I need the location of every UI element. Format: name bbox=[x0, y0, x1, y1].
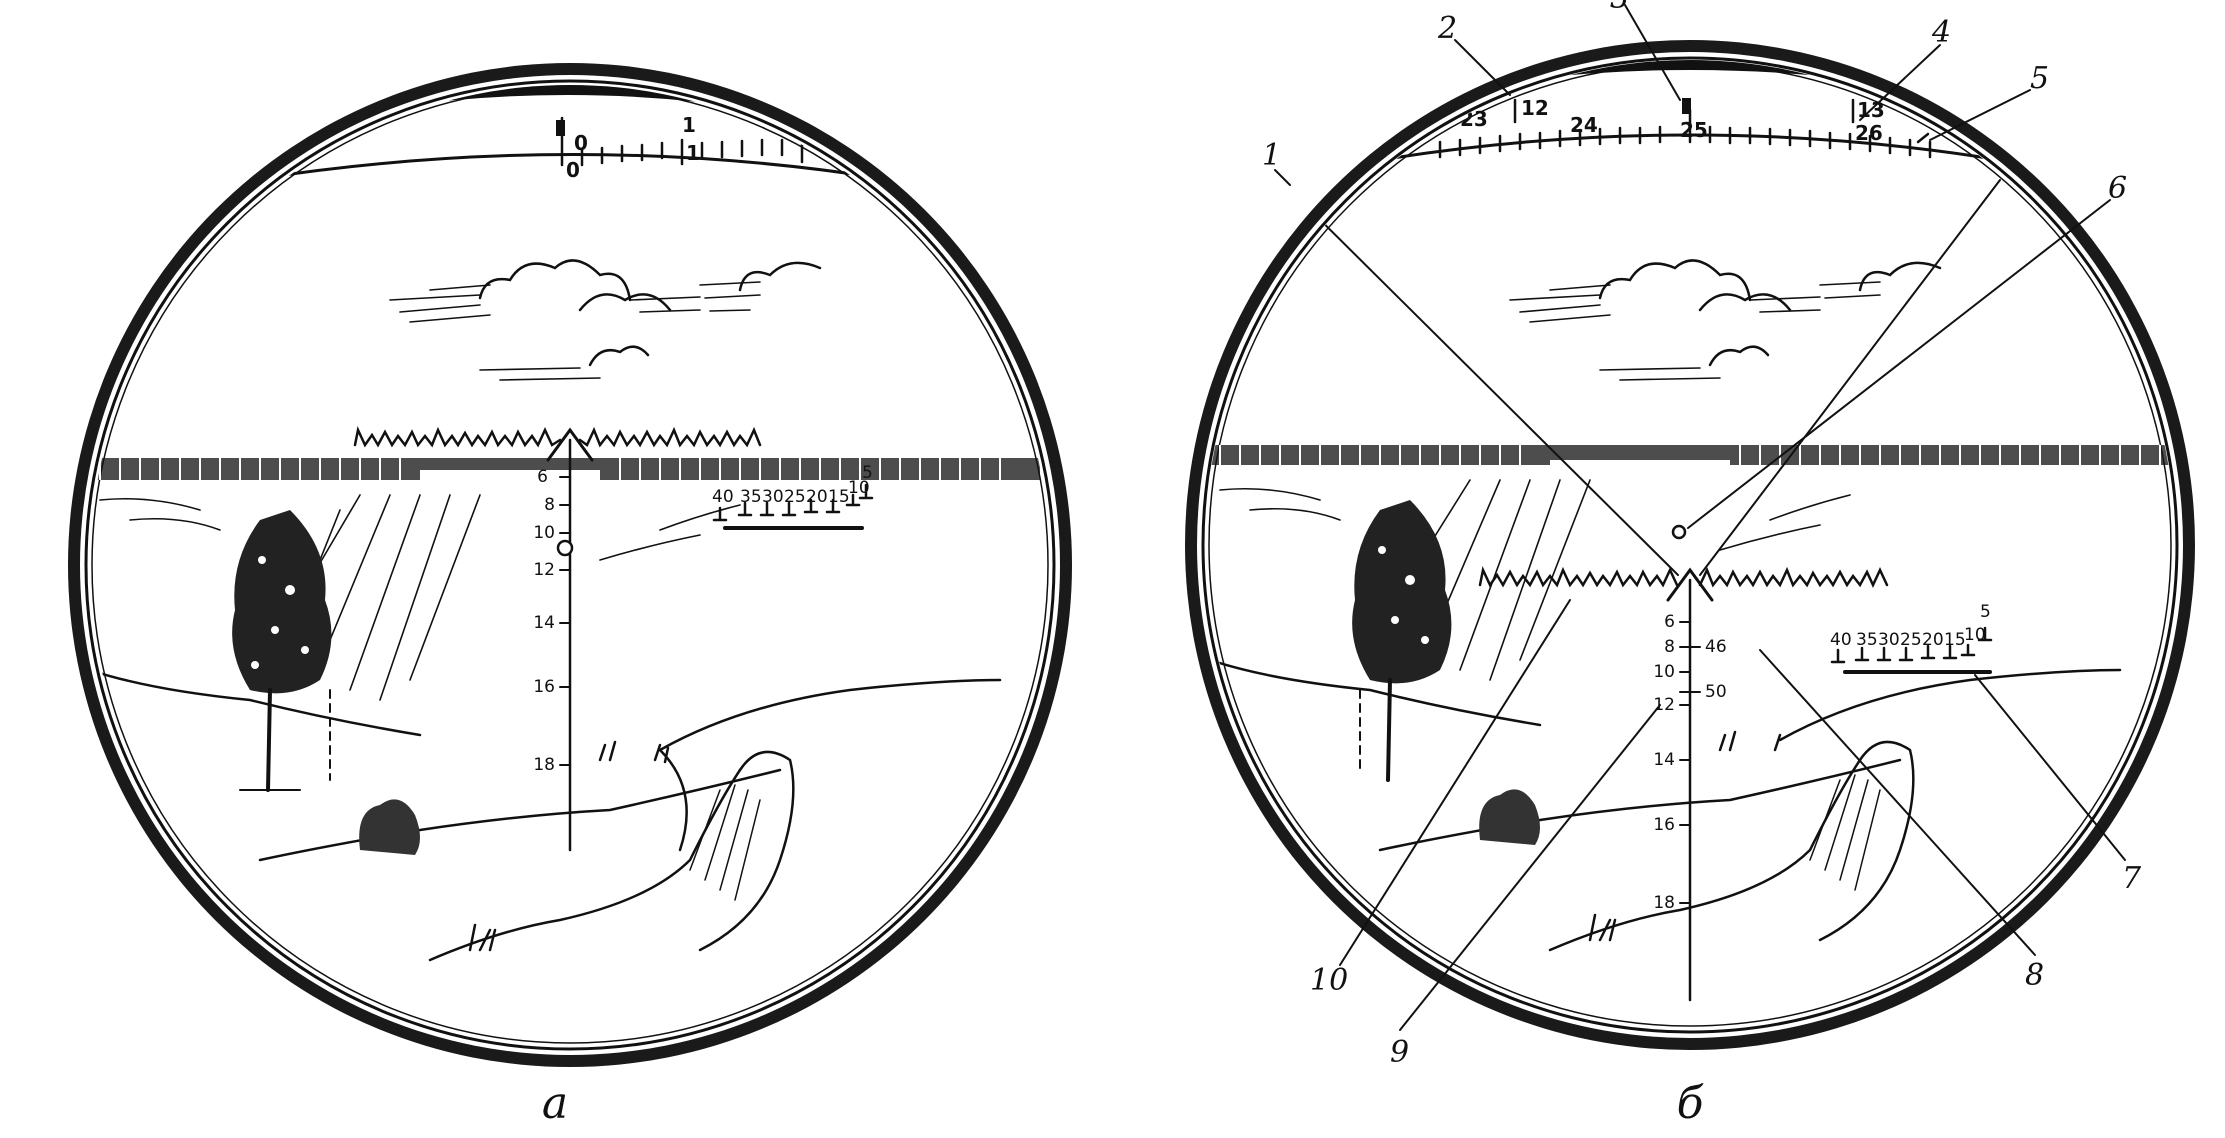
bracket-label: 15 bbox=[1944, 630, 1966, 650]
range-scale-a: 6 8 10 12 14 16 18 bbox=[533, 467, 555, 775]
callout-2: 2 bbox=[1437, 11, 1457, 46]
range-tick-label: 14 bbox=[1653, 750, 1675, 770]
callout-labels: 1 2 3 4 5 6 7 8 9 10 bbox=[1262, 0, 2142, 1070]
aiming-chevron bbox=[1666, 567, 1714, 602]
callout-4: 4 bbox=[1931, 15, 1951, 50]
range-tick-label: 12 bbox=[1653, 695, 1675, 715]
top-index-mark bbox=[1682, 98, 1691, 114]
callout-8: 8 bbox=[2025, 958, 2044, 993]
bracket-label: 10 bbox=[1964, 625, 1986, 645]
range-tick-label: 16 bbox=[1653, 815, 1675, 835]
bracket-label: 20 bbox=[1922, 630, 1944, 650]
clouds bbox=[389, 259, 822, 381]
range-tick-label: 8 bbox=[1664, 637, 1675, 657]
scale-a-upper-1: 1 bbox=[682, 113, 696, 137]
bracket-label: 40 bbox=[712, 487, 734, 507]
bracket-label: 10 bbox=[848, 478, 870, 498]
terrain bbox=[90, 668, 1002, 962]
clouds bbox=[1509, 259, 1942, 381]
bracket-label: 20 bbox=[806, 487, 828, 507]
scale-a-lower-1: 1 bbox=[686, 141, 700, 165]
tree bbox=[1352, 500, 1452, 782]
caption-b: б bbox=[1677, 1078, 1704, 1129]
reticle-chevron-line bbox=[353, 426, 762, 448]
callout-9: 9 bbox=[1390, 1035, 1409, 1070]
aim-ring bbox=[1671, 524, 1687, 540]
bracket-label: 30 bbox=[762, 487, 784, 507]
top-angle-scale bbox=[1438, 98, 1932, 159]
bracket-label: 25 bbox=[784, 487, 806, 507]
range-tick-label: 12 bbox=[533, 560, 555, 580]
scale-band-edge bbox=[248, 153, 882, 182]
scale-a-lower-0: 0 bbox=[566, 158, 580, 182]
top-index-mark bbox=[556, 120, 565, 136]
panel-b: 23 12 24 25 13 26 bbox=[1185, 0, 2195, 1129]
range-tick-label: 16 bbox=[533, 677, 555, 697]
callout-1: 1 bbox=[1262, 138, 1281, 173]
bracket-label: 35 bbox=[1856, 630, 1878, 650]
distant-forest bbox=[90, 458, 1040, 480]
scale-b-lower-3: 26 bbox=[1855, 121, 1883, 145]
bracket-label: 5 bbox=[862, 463, 873, 483]
scale-b-lower-1: 24 bbox=[1570, 113, 1598, 137]
bracket-label: 35 bbox=[740, 487, 762, 507]
range-tick-label: 10 bbox=[533, 523, 555, 543]
scale-b-upper-0: 12 bbox=[1521, 96, 1549, 120]
callout-7: 7 bbox=[2122, 861, 2142, 896]
callout-5: 5 bbox=[2030, 61, 2049, 96]
callout-leaders bbox=[1274, 4, 2126, 1031]
aim-ring bbox=[556, 539, 574, 557]
bush bbox=[359, 799, 420, 855]
callout-10: 10 bbox=[1310, 963, 1348, 998]
tree bbox=[232, 510, 332, 792]
caption-a: а bbox=[542, 1078, 568, 1129]
reticle-chevron-line bbox=[1478, 566, 1889, 588]
scale-a-upper-0: 0 bbox=[574, 131, 588, 155]
range-tick-label: 18 bbox=[533, 755, 555, 775]
callout-6: 6 bbox=[2108, 171, 2127, 206]
diagonal-line-right bbox=[1699, 179, 2001, 576]
range-tick-label: 14 bbox=[533, 613, 555, 633]
panel-a: 0 1 0 1 bbox=[68, 63, 1072, 1129]
diagonal-line-left bbox=[1279, 179, 1679, 576]
range-scale-b: 6 8 10 12 14 16 18 46 50 bbox=[1653, 612, 1726, 913]
range-tick-label: 8 bbox=[544, 495, 555, 515]
side-mark-label: 50 bbox=[1705, 682, 1727, 702]
side-mark-label: 46 bbox=[1705, 637, 1727, 657]
distant-forest bbox=[1205, 445, 2175, 465]
bush bbox=[1479, 789, 1540, 845]
range-tick-label: 6 bbox=[537, 467, 548, 487]
range-tick-label: 6 bbox=[1664, 612, 1675, 632]
scale-b-lower-2: 25 bbox=[1680, 118, 1708, 142]
aiming-chevron bbox=[546, 427, 594, 462]
bracket-label: 25 bbox=[1900, 630, 1922, 650]
range-tick-label: 18 bbox=[1653, 893, 1675, 913]
terrain bbox=[1208, 658, 2122, 952]
bracket-label: 40 bbox=[1830, 630, 1852, 650]
bracket-label: 5 bbox=[1980, 602, 1991, 622]
bracket-label: 30 bbox=[1878, 630, 1900, 650]
callout-3: 3 bbox=[1610, 0, 1629, 16]
range-tick-label: 10 bbox=[1653, 662, 1675, 682]
